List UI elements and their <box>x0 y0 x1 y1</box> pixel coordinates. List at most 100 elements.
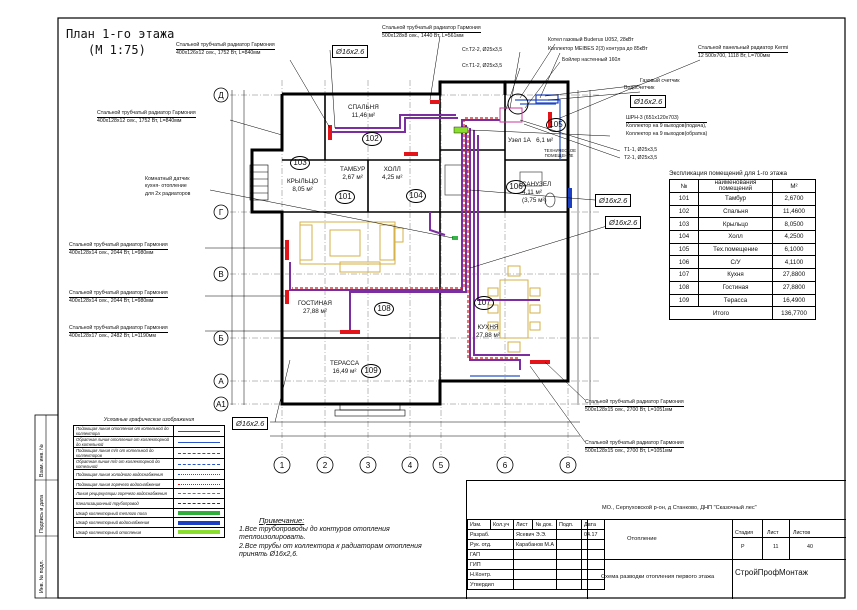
legend-text: Подающая линия отопления от котельной до… <box>73 425 174 437</box>
legend-row: Обратная линия т/п от коллекторной до ко… <box>73 458 225 470</box>
legend-swatch <box>173 447 225 459</box>
legend-title: Условные графические изображения <box>103 417 195 423</box>
legend-text: Линия рециркуляции горячего водоснабжени… <box>73 488 174 500</box>
svg-text:Взам. инв. №: Взам. инв. № <box>39 444 45 477</box>
stamp-stage: Р <box>741 544 745 550</box>
legend-swatch <box>173 507 225 519</box>
notes-block: Примечание: 1.Все трубопроводы до контур… <box>239 516 449 560</box>
legend-text: Шкаф коллекторный водоснабжения <box>73 517 174 529</box>
side-stamp-labels: Взам. инв. № Подпись и дата Инв. № подл. <box>39 444 45 593</box>
callout-water-meter: Водосчетчик <box>624 85 655 91</box>
room-number-108: 108 <box>374 302 394 316</box>
legend-line-sample <box>178 473 220 475</box>
axis-row-v: В <box>218 270 223 279</box>
legend-line-sample <box>178 502 220 504</box>
legend-text: Подающая линия горячего водоснабжения <box>73 478 174 490</box>
axis-col-4: 4 <box>408 461 413 470</box>
axis-row-a1: А1 <box>216 400 226 409</box>
explication-col-area: М² <box>772 179 816 193</box>
axis-col-2: 2 <box>323 461 328 470</box>
legend-table: Подающая линия отопления от котельной до… <box>73 425 225 538</box>
callout-boiler-gas: Котел газовый Buderus U052, 28кВт <box>548 37 634 43</box>
explication-col-number: № <box>669 179 699 193</box>
legend-text: Подающая линия т/п от котельной до колле… <box>73 447 174 459</box>
axis-labels: Д Г В Б А А1 1 2 3 4 5 6 8 <box>216 91 571 470</box>
room-number-105: 105 <box>546 118 566 132</box>
stamp-col-sheet: Лист <box>767 530 779 536</box>
room-number-106: 106 <box>506 180 526 194</box>
callout-pipe-t11: Т1-1, Ø25х3,5 <box>624 147 658 153</box>
room-boiler-sub: ТЕХНИЧЕСКОЕ ПОМЕЩЕНИЕ <box>544 148 577 158</box>
pipe-tag: Ø16х2.6 <box>605 216 642 229</box>
legend-row: Подающая линия горячего водоснабжения <box>73 478 225 490</box>
pipe-tag: Ø16х2.6 <box>332 45 369 58</box>
room-boiler: Узел 1А 6,1 м² <box>508 137 554 144</box>
legend-swatch <box>173 517 225 529</box>
legend-text: Шкаф коллекторный теплого пола <box>73 507 174 519</box>
dimension-lines <box>231 90 591 437</box>
legend-row: Подающая линия т/п от котельной до колле… <box>73 447 225 459</box>
sheet-name: Схема разводки отопления первого этажа <box>601 574 715 580</box>
callout-pipe-t2: Ст.Т2-2, Ø25х3,5 <box>462 47 503 53</box>
legend-line-sample <box>178 511 220 516</box>
legend-row: Шкаф коллекторный водоснабжения <box>73 517 225 529</box>
legend-row: Канализационный трубопровод <box>73 498 225 509</box>
leader-lines <box>205 35 701 443</box>
side-stamp-frame <box>34 414 59 599</box>
axis-col-3: 3 <box>366 461 371 470</box>
notes-title: Примечание: <box>259 516 305 525</box>
axis-row-g: Г <box>219 208 224 217</box>
explication-col-name: наименования помещений <box>698 179 773 193</box>
title-block-top: МО., Серпуховской р-он, д Станково, ДНП … <box>467 481 846 519</box>
room-number-107: 107 <box>474 296 494 310</box>
note-item-2: 2.Все трубы от коллектора к радиаторам о… <box>239 542 422 559</box>
sheet-frame <box>57 17 846 599</box>
callout-shrp: ШРН-3 (651х120х703)Коллектор на 9 выходо… <box>626 115 708 137</box>
room-number-101: 101 <box>335 190 355 204</box>
legend-line-sample <box>178 493 220 495</box>
sheet-title: План 1-го этажа <box>66 27 175 41</box>
legend-text: Подающая линия холодного водоснабжения <box>73 469 174 480</box>
legend-swatch <box>173 527 225 538</box>
living-furniture <box>299 221 404 273</box>
legend-line-sample <box>178 463 220 465</box>
inner-walls <box>282 94 568 381</box>
legend-line-sample <box>178 452 220 454</box>
note-item-1: 1.Все трубопроводы до контуров отопления… <box>239 525 390 542</box>
heating-pipes-red <box>292 117 518 359</box>
axis-row-b: Б <box>218 334 223 343</box>
company-name: СтройПрофМонтаж <box>735 568 809 577</box>
legend-line-sample <box>178 430 220 432</box>
legend-row: Подающая линия холодного водоснабжения <box>73 469 225 480</box>
project-address: МО., Серпуховской р-он, д Станково, ДНП … <box>602 505 757 511</box>
pipe-tag: Ø16х2.6 <box>630 95 667 108</box>
legend-row: Обратная линия отопления от коллекторной… <box>73 436 225 448</box>
axis-bubbles <box>213 87 577 474</box>
terrace-steps <box>249 164 406 417</box>
axis-col-5: 5 <box>439 461 444 470</box>
legend-line-sample <box>178 483 220 485</box>
legend-swatch <box>173 469 225 480</box>
axis-col-8: 8 <box>566 461 571 470</box>
legend-text: Обратная линия т/п от коллекторной до ко… <box>73 458 174 470</box>
callout-gas-meter: Газовый счетчик <box>640 78 680 84</box>
